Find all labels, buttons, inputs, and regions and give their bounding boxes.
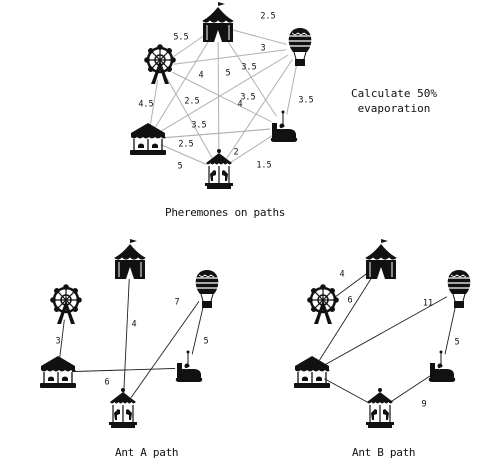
edge-tent-carousel_left xyxy=(311,262,382,373)
edge-weight-label: 7 xyxy=(174,298,179,308)
edge-weight-label: 4 xyxy=(131,320,136,330)
edge-weight-label: 2.5 xyxy=(178,140,193,150)
edge-weight-label: 6 xyxy=(104,378,109,388)
edge-weight-label: 3.5 xyxy=(298,96,313,106)
horse-carousel-icon xyxy=(108,387,138,429)
hot-air-balloon-icon xyxy=(286,27,314,67)
edge-weight-label: 3 xyxy=(260,44,265,54)
edge-weight-label: 3 xyxy=(55,337,60,347)
edge-tent-carousel_bottom xyxy=(217,25,220,171)
edge-tent-carousel_left xyxy=(147,25,219,140)
instruction-line-2: evaporation xyxy=(357,102,431,115)
edge-weight-label: 4 xyxy=(339,270,344,280)
edge-weight-label: 5 xyxy=(225,69,230,79)
edge-weight-label: 4.5 xyxy=(138,100,153,110)
edge-weight-label: 5.5 xyxy=(173,33,188,43)
edge-carousel_left-balloon xyxy=(311,289,460,373)
edge-weight-label: 5 xyxy=(454,338,459,348)
edge-weight-label: 2.5 xyxy=(184,97,199,107)
hot-air-balloon-icon xyxy=(445,269,473,309)
edge-weight-label: 11 xyxy=(423,299,433,309)
edge-weight-label: 5 xyxy=(203,337,208,347)
edge-weight-label: 3.5 xyxy=(241,63,256,73)
edge-weight-label: 4 xyxy=(237,100,242,110)
instruction-line-1: Calculate 50% xyxy=(350,87,438,100)
edge-balloon-carousel_bottom xyxy=(122,289,208,410)
edge-weight-label: 6 xyxy=(347,296,352,306)
horse-carousel-icon xyxy=(365,387,395,429)
edge-ferris-balloon xyxy=(159,47,301,67)
edge-weight-label: 2 xyxy=(233,148,238,158)
ant-b-caption: Ant B path xyxy=(352,446,416,459)
ant-a-caption: Ant A path xyxy=(115,446,179,459)
evaporation-instruction: Calculate 50% evaporation xyxy=(346,86,442,116)
edge-weight-label: 5 xyxy=(177,162,182,172)
edge-weight-label: 2.5 xyxy=(260,12,275,22)
edge-weight-label: 1.5 xyxy=(256,161,271,171)
pheromones-caption: Pheremones on paths xyxy=(165,206,286,219)
edge-weight-label: 3.5 xyxy=(240,93,255,103)
edge-balloon-carousel_left xyxy=(147,47,301,140)
edge-ferris-carousel_bottom xyxy=(159,65,220,171)
edge-ferris-bumper xyxy=(159,65,285,129)
edge-carousel_left-bumper xyxy=(57,367,190,373)
edge-balloon-carousel_bottom xyxy=(218,47,301,171)
edge-tent-carousel_bottom xyxy=(122,262,131,410)
edge-weight-label: 3.5 xyxy=(191,121,206,131)
edge-carousel_left-bumper xyxy=(147,127,285,140)
edge-weight-label: 9 xyxy=(421,400,426,410)
edge-weight-label: 4 xyxy=(198,71,203,81)
